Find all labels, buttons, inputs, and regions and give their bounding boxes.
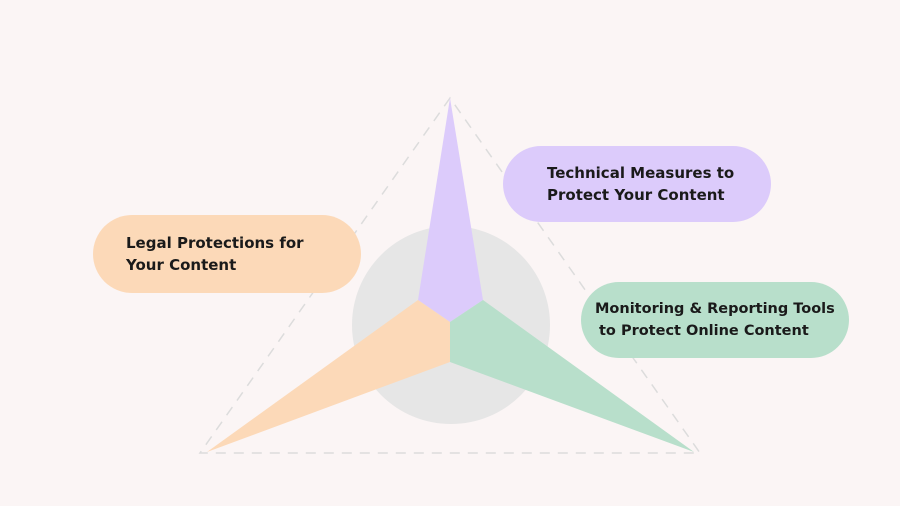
monitoring-tools-node: Monitoring & Reporting Tools to Protect … — [581, 282, 849, 358]
technical-line-2: Protect Your Content — [547, 186, 725, 204]
legal-protections-node: Legal Protections for Your Content — [93, 215, 361, 293]
legal-line-2: Your Content — [126, 256, 237, 274]
technical-spike — [418, 98, 483, 322]
monitoring-line-2: to Protect Online Content — [599, 323, 809, 339]
monitoring-line-1: Monitoring & Reporting Tools — [595, 301, 835, 317]
technical-measures-node: Technical Measures to Protect Your Conte… — [503, 146, 771, 222]
technical-line-1: Technical Measures to — [547, 164, 735, 182]
legal-line-1: Legal Protections for — [126, 234, 304, 252]
monitoring-spike — [450, 300, 694, 452]
legal-spike — [207, 300, 450, 452]
